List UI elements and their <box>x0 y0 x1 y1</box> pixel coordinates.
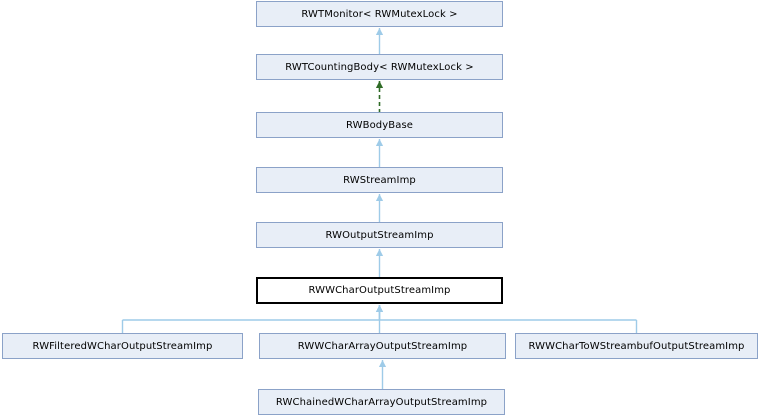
class-node-rwfilteredwcharoutputstreamimp[interactable]: RWFilteredWCharOutputStreamImp <box>2 333 243 359</box>
class-node-label: RWChainedWCharArrayOutputStreamImp <box>275 396 488 408</box>
class-node-rwchainedwchararrayoutputstreamimp[interactable]: RWChainedWCharArrayOutputStreamImp <box>258 389 505 415</box>
class-node-label: RWWCharOutputStreamImp <box>308 285 451 296</box>
class-node-rwwcharoutputstreamimp[interactable]: RWWCharOutputStreamImp <box>256 277 503 304</box>
class-node-rwoutputstreamimp[interactable]: RWOutputStreamImp <box>256 222 503 248</box>
class-node-label: RWOutputStreamImp <box>325 229 434 241</box>
class-node-rwwchararrayoutputstreamimp[interactable]: RWWCharArrayOutputStreamImp <box>259 333 506 359</box>
class-node-label: RWFilteredWCharOutputStreamImp <box>32 340 213 352</box>
class-node-label: RWStreamImp <box>343 174 416 186</box>
class-node-rwbodybase[interactable]: RWBodyBase <box>256 112 503 138</box>
class-node-label: RWWCharArrayOutputStreamImp <box>297 340 468 352</box>
class-node-rwtcountingbody[interactable]: RWTCountingBody< RWMutexLock > <box>256 54 503 80</box>
class-node-label: RWBodyBase <box>345 119 414 131</box>
class-node-label: RWTCountingBody< RWMutexLock > <box>285 61 474 73</box>
class-node-label: RWWCharToWStreambufOutputStreamImp <box>528 340 745 352</box>
class-node-label: RWTMonitor< RWMutexLock > <box>301 8 458 20</box>
class-node-rwwchartowstreambufoutputstreamimp[interactable]: RWWCharToWStreambufOutputStreamImp <box>515 333 758 359</box>
class-node-rwstreamimp[interactable]: RWStreamImp <box>256 167 503 193</box>
class-node-rwtmonitor[interactable]: RWTMonitor< RWMutexLock > <box>256 1 503 27</box>
